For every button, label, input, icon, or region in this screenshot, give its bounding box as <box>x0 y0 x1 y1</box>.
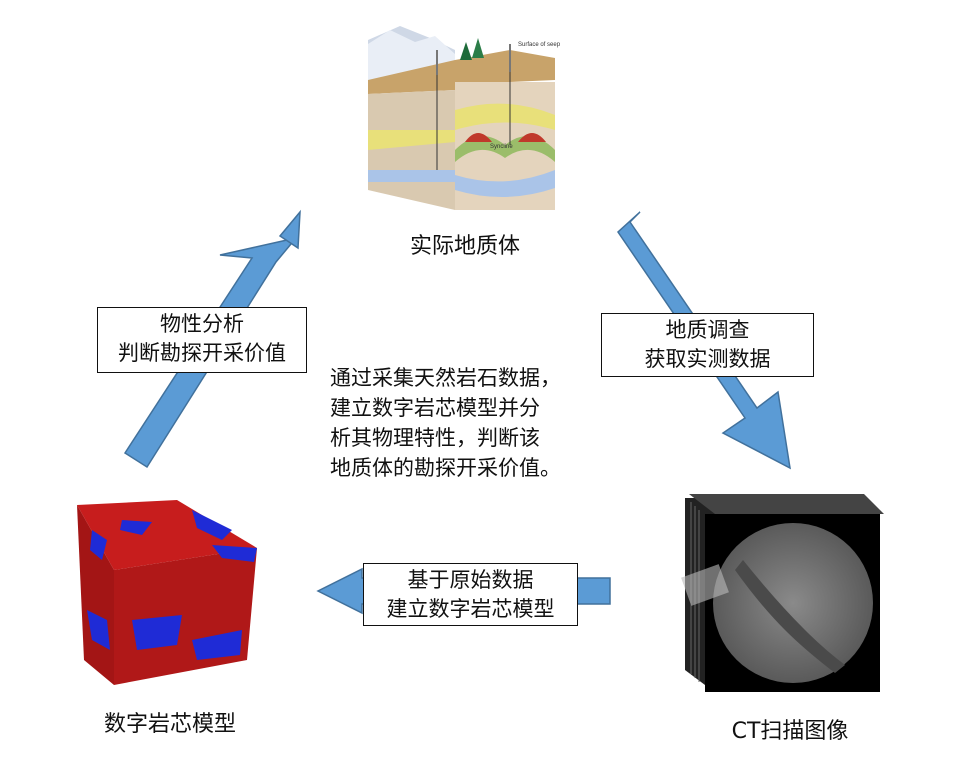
node-label-geology: 实际地质体 <box>409 234 520 259</box>
step-box-analyze: 物性分析 判断勘探开采价值 <box>97 307 307 373</box>
step-box-survey: 地质调查 获取实测数据 <box>601 313 814 377</box>
step-survey-line2: 获取实测数据 <box>644 347 771 371</box>
description-line: 地质体的勘探开采价值。 <box>330 456 561 480</box>
geology-illustration: Surface of seep Syncline <box>368 26 561 210</box>
geology-mini-label: Surface of seep <box>518 42 561 48</box>
step-build-line2: 建立数字岩芯模型 <box>386 597 555 621</box>
step-survey-line1: 地质调查 <box>665 318 750 342</box>
center-description: 通过采集天然岩石数据， 建立数字岩芯模型并分 析其物理特性，判断该 地质体的勘探… <box>330 363 561 483</box>
ct-scan-stack <box>681 494 884 692</box>
step-analyze-line2: 判断勘探开采价值 <box>118 341 286 365</box>
description-line: 建立数字岩芯模型并分 <box>330 396 540 420</box>
step-analyze-line1: 物性分析 <box>160 312 244 336</box>
digital-core-cube <box>77 500 257 685</box>
description-line: 通过采集天然岩石数据， <box>330 366 561 390</box>
step-box-build: 基于原始数据 建立数字岩芯模型 <box>363 563 578 626</box>
description-line: 析其物理特性，判断该 <box>330 426 540 450</box>
step-build-line1: 基于原始数据 <box>407 568 534 592</box>
node-label-core: 数字岩芯模型 <box>103 712 236 737</box>
node-label-ct: CT扫描图像 <box>731 719 849 744</box>
geology-syncline-label: Syncline <box>490 144 513 150</box>
